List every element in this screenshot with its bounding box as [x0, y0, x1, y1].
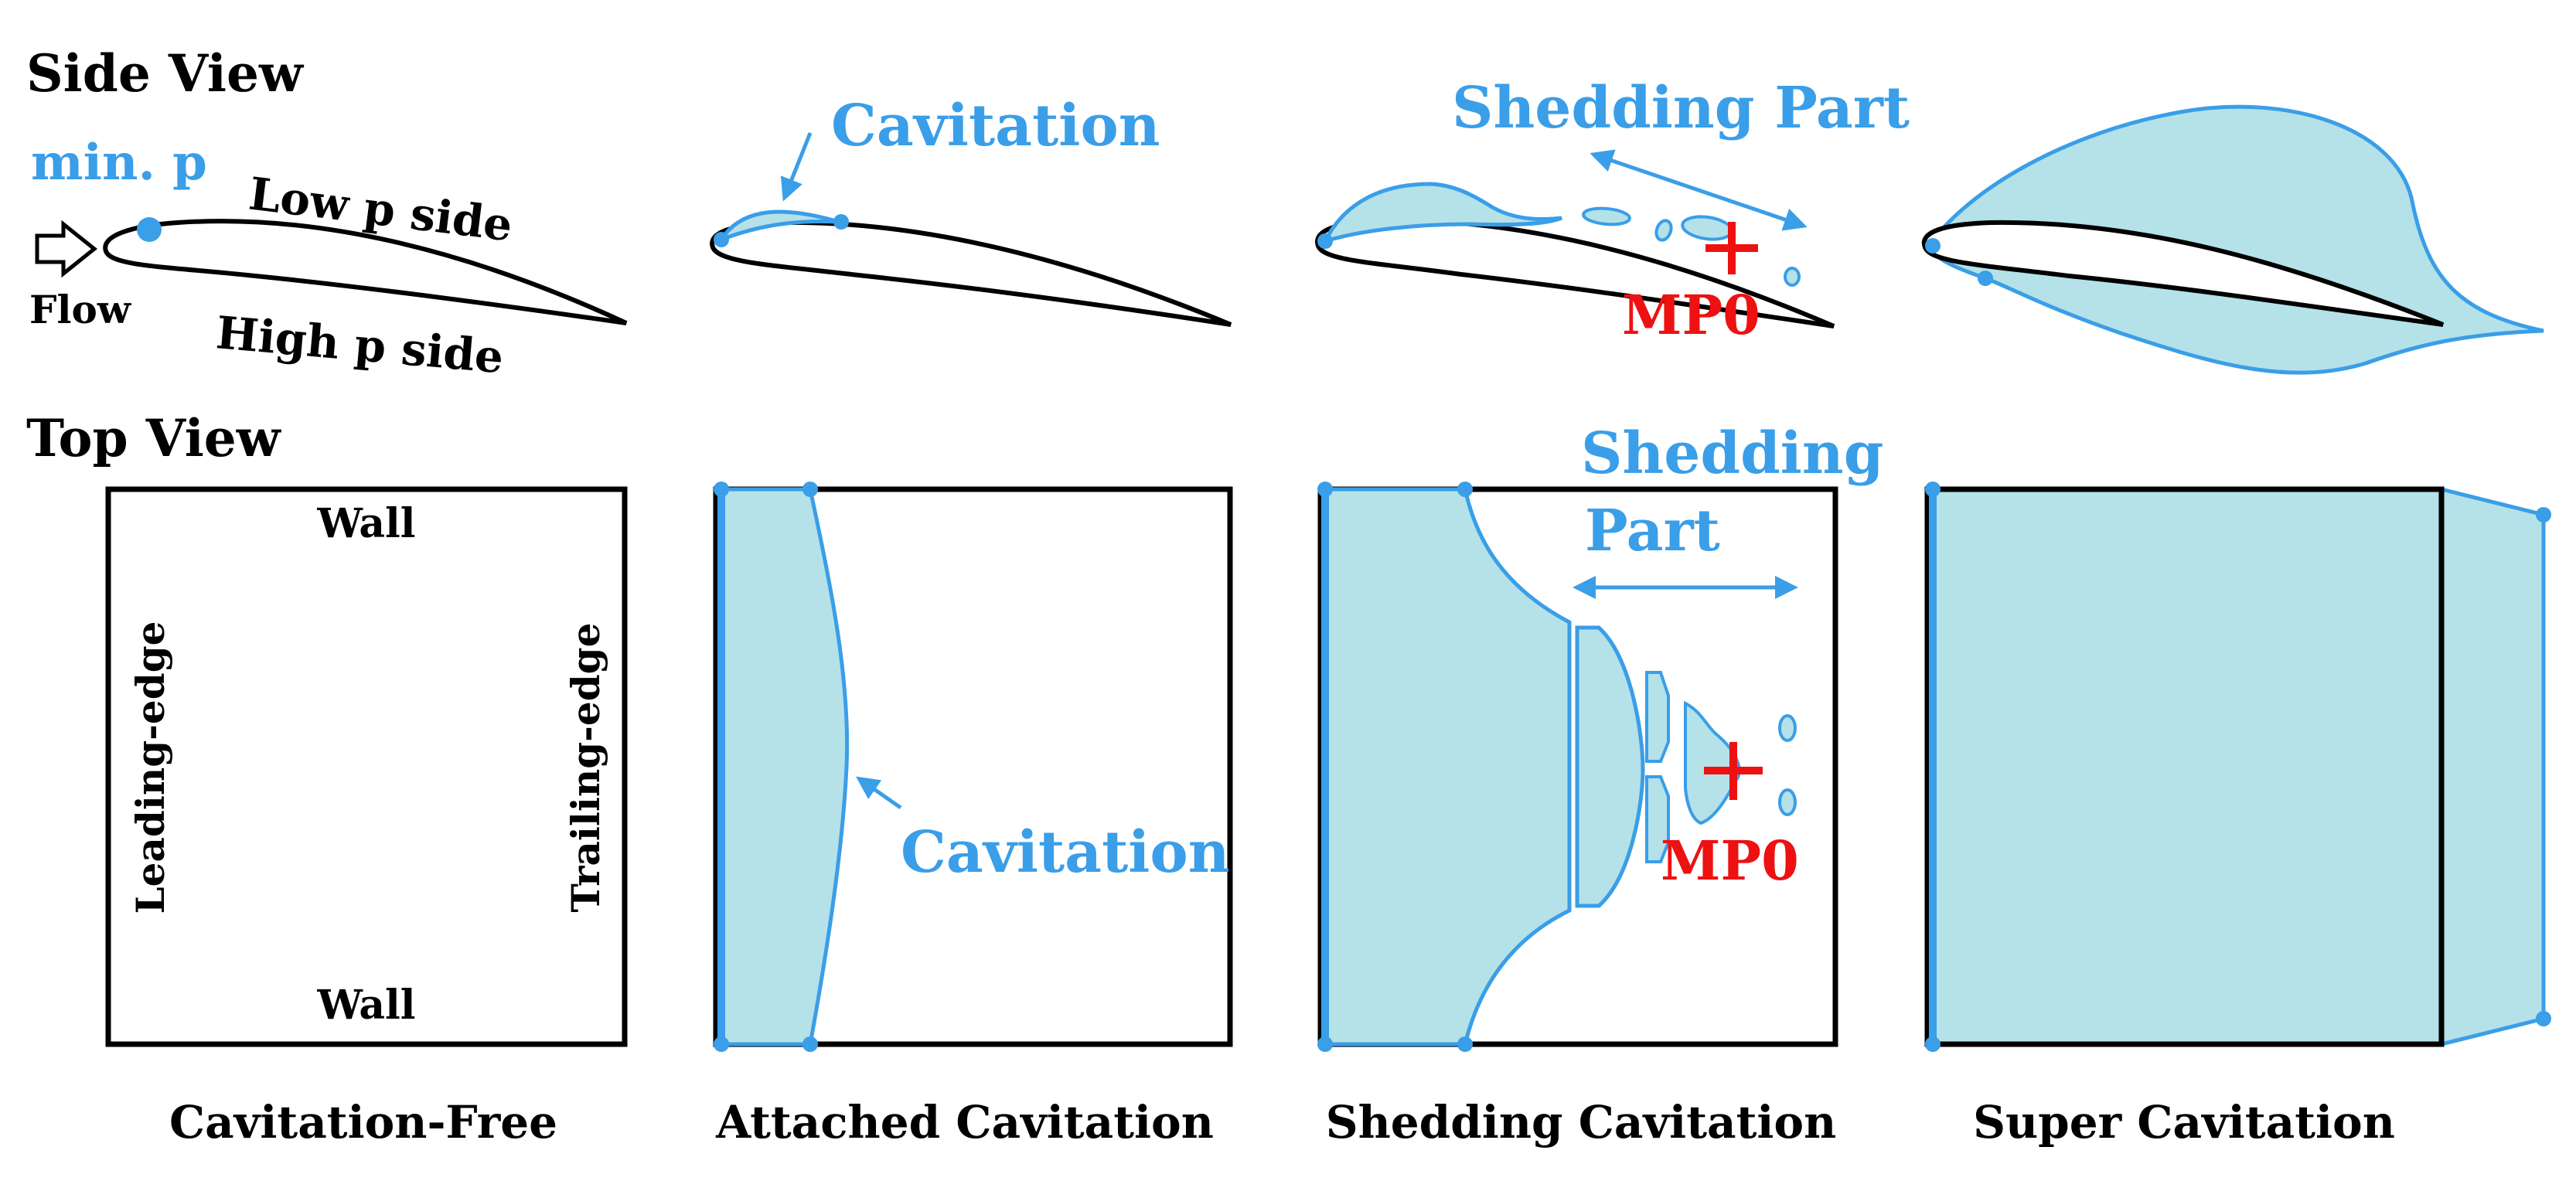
shed-cloud: [1681, 215, 1733, 241]
mp0-top-label: MP0: [1661, 829, 1799, 893]
marker-point: [802, 482, 818, 497]
marker-point: [802, 1036, 818, 1052]
shed-cloud: [1778, 714, 1797, 742]
caption-shedding-cavitation: Shedding Cavitation: [1326, 1096, 1837, 1149]
marker-point: [1317, 1036, 1333, 1052]
shed-cloud: [1778, 788, 1797, 816]
attached-cavity-top: [719, 487, 850, 1047]
wall-bottom-label: Wall: [316, 982, 415, 1029]
min-p-label: min. p: [31, 134, 207, 192]
hydrofoil-side: [1315, 217, 1835, 328]
top-view-box-1: [105, 486, 628, 1047]
panel-attached-cavitation: Cavitation Cavitation Attached Cavitatio…: [710, 93, 1233, 1149]
cavity-start-point: [1978, 271, 1993, 286]
flow-arrow-icon: [35, 220, 98, 278]
trailing-edge-label: Trailing-edge: [563, 623, 608, 913]
shed-cloud: [1654, 219, 1673, 242]
marker-point: [1457, 482, 1473, 497]
shedding-top-label-line2: Part: [1585, 498, 1720, 564]
marker-point: [714, 1036, 729, 1052]
cavity-end-point: [833, 214, 849, 230]
hydrofoil-side: [103, 219, 628, 325]
marker-point: [1457, 1036, 1473, 1052]
shedding-cavity-top: [1323, 487, 1572, 1047]
leading-edge-label: Leading-edge: [128, 621, 173, 914]
shedding-side-arrow-icon: [1590, 149, 1808, 231]
cavity-start-point: [1925, 238, 1941, 254]
super-cavity-wake-top: [2439, 486, 2546, 1047]
panel-shedding-cavitation: MP0 Shedding Part MP0 Shedding Part Shed…: [1315, 75, 1910, 1149]
marker-point: [2536, 507, 2551, 522]
wall-top-label: Wall: [316, 500, 415, 547]
mp0-side-label: MP0: [1622, 283, 1760, 347]
marker-point: [1925, 482, 1941, 497]
panel-cavitation-free: Flow min. p Low p side High p side Wall …: [29, 134, 628, 1149]
super-cavity-top: [1924, 486, 2445, 1047]
cavity-start-point: [714, 232, 729, 247]
shed-cloud: [1645, 671, 1670, 763]
shed-cloud: [1784, 267, 1801, 287]
cavitation-top-label: Cavitation: [901, 819, 1230, 886]
cavitation-side-label: Cavitation: [831, 93, 1160, 159]
shedding-top-label-line1: Shedding: [1581, 420, 1883, 487]
caption-cavitation-free: Cavitation-Free: [169, 1096, 557, 1149]
cavitation-top-arrow-icon: [856, 776, 902, 810]
shed-cloud: [1645, 775, 1670, 863]
hydrofoil-side: [1921, 220, 2445, 327]
caption-attached-cavitation: Attached Cavitation: [715, 1096, 1214, 1149]
shedding-cavity-side: [1321, 182, 1562, 245]
shed-cloud-band: [1575, 625, 1645, 908]
high-p-side-label: High p side: [214, 306, 506, 383]
cavity-start-point: [1317, 233, 1333, 249]
panel-super-cavitation: Super Cavitation: [1921, 104, 2551, 1149]
marker-point: [2536, 1011, 2551, 1026]
marker-point: [714, 482, 729, 497]
marker-point: [1925, 1036, 1941, 1052]
hydrofoil-side: [710, 220, 1232, 327]
marker-point: [1317, 482, 1333, 497]
cavitation-side-arrow-icon: [780, 132, 813, 202]
mp0-marker-icon: [1704, 742, 1763, 800]
side-view-title: Side View: [26, 43, 305, 104]
flow-label: Flow: [29, 287, 132, 332]
shedding-part-side-label: Shedding Part: [1452, 75, 1910, 141]
shed-cloud: [1582, 206, 1631, 226]
caption-super-cavitation: Super Cavitation: [1973, 1096, 2395, 1149]
top-view-title: Top View: [26, 408, 282, 468]
min-p-point: [137, 217, 162, 242]
